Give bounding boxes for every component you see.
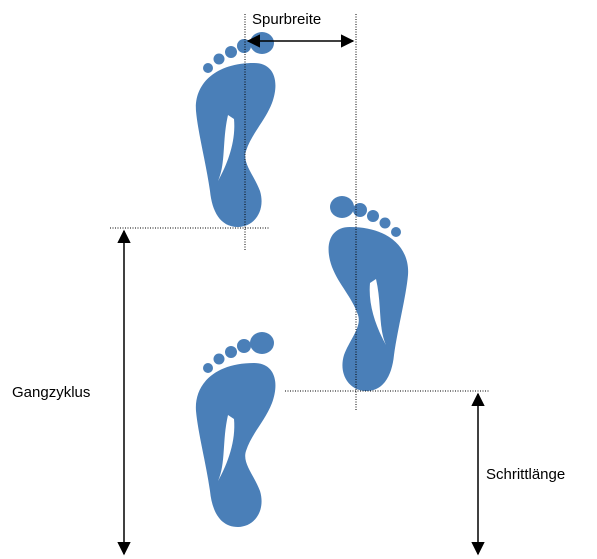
foot-middle-left-icon	[329, 196, 409, 391]
gait-cycle-label: Gangzyklus	[12, 384, 90, 402]
track-width-label: Spurbreite	[252, 11, 321, 29]
step-length-label: Schrittlänge	[486, 466, 565, 484]
foot-bottom-right-icon	[196, 332, 276, 527]
foot-top-right-icon	[196, 32, 276, 227]
